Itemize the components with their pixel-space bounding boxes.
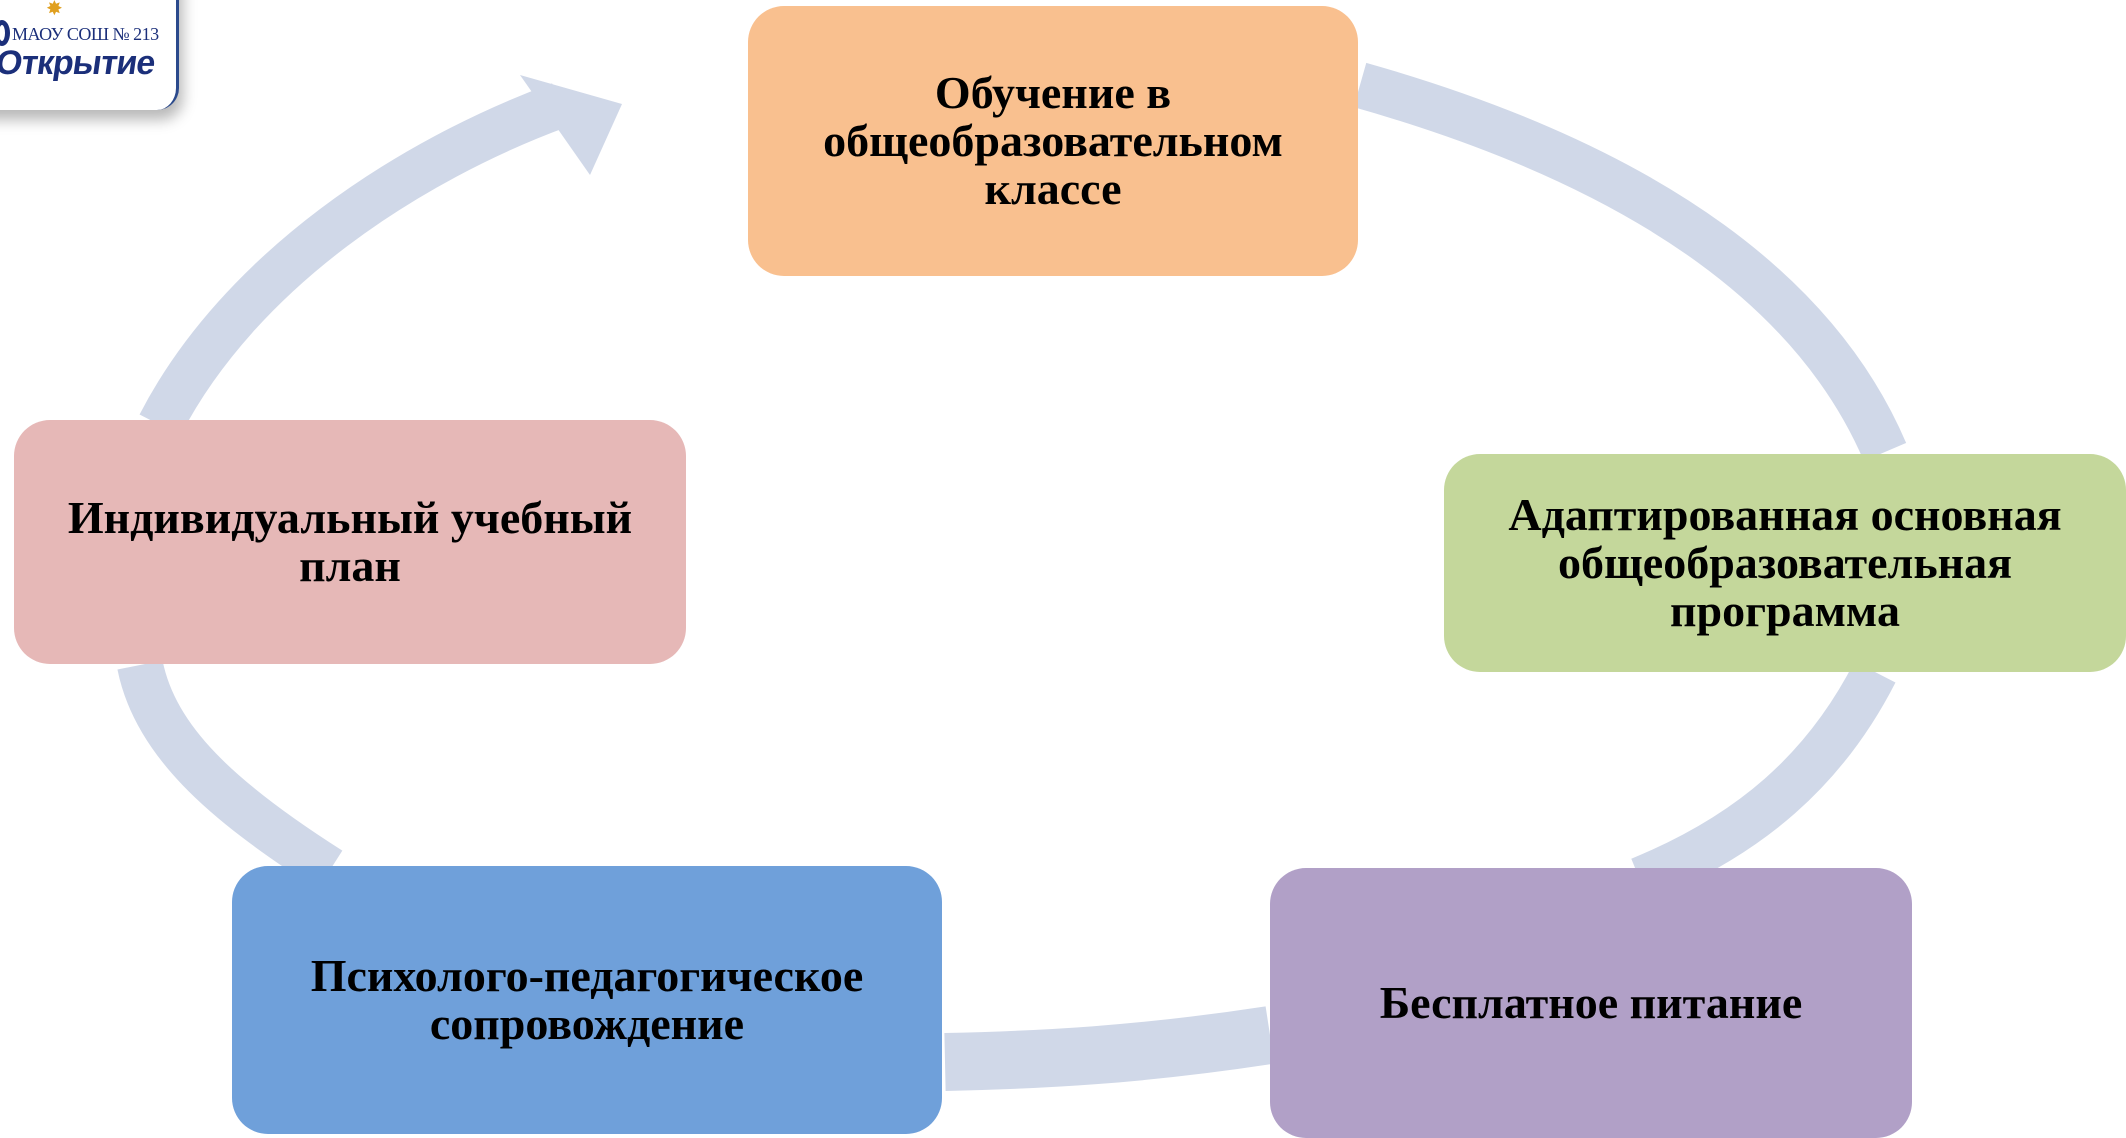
node-plan: Индивидуальный учебный план <box>14 420 686 664</box>
arrow-segment-education-program <box>1353 62 1907 462</box>
node-program: Адаптированная основная общеобразователь… <box>1444 454 2126 672</box>
node-education-label: Обучение в общеобразовательном классе <box>823 66 1283 215</box>
node-education: Обучение в общеобразовательном классе <box>748 6 1358 276</box>
node-program-label: Адаптированная основная общеобразователь… <box>1508 488 2062 637</box>
arrow-segment-program-meals <box>1631 661 1896 902</box>
arrow-segment-support-plan <box>117 659 343 890</box>
node-meals-label: Бесплатное питание <box>1379 976 1803 1028</box>
arrowhead <box>520 75 622 175</box>
logo-o-mark <box>0 20 10 46</box>
arrow-segment-meals-support <box>944 1006 1275 1091</box>
logo-school-text: МАОУ СОШ № 213 <box>12 24 159 44</box>
school-logo: ✸ МАОУ СОШ № 213 Открытие <box>0 0 179 110</box>
star-icon: ✸ <box>46 0 63 20</box>
node-support: Психолого-педагогическое сопровождение <box>232 866 942 1134</box>
arrow-segment-plan-education <box>139 83 568 436</box>
node-support-label: Психолого-педагогическое сопровождение <box>310 949 864 1049</box>
node-meals: Бесплатное питание <box>1270 868 1912 1138</box>
node-plan-label: Индивидуальный учебный план <box>67 491 633 591</box>
